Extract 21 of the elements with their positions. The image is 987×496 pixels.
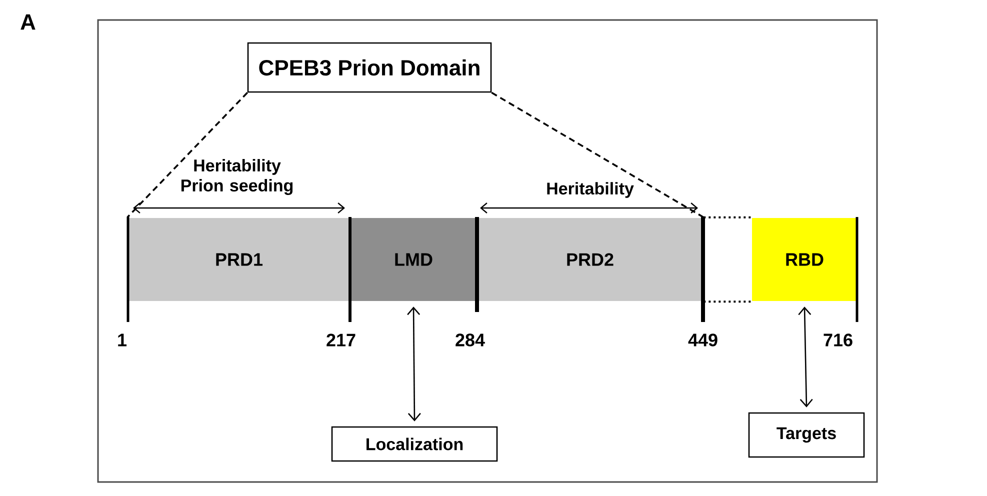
position-number: 716 <box>824 334 852 346</box>
function-box: Localization <box>331 426 498 462</box>
connector-line <box>704 216 752 218</box>
connector-line <box>491 92 704 218</box>
panel-letter: A <box>20 14 36 30</box>
arrow <box>798 306 813 408</box>
domain-bar: RBD <box>752 218 857 301</box>
region-label: Heritability Prion seeding <box>181 159 293 195</box>
domain-bar: LMD <box>350 218 477 301</box>
position-number: 217 <box>326 334 356 346</box>
position-number: 449 <box>688 334 718 346</box>
domain-bar: PRD1 <box>128 218 350 301</box>
connector-line <box>704 300 752 303</box>
function-box: Targets <box>748 412 865 458</box>
position-number: 284 <box>456 334 485 346</box>
position-number: 1 <box>118 334 127 346</box>
arrow <box>407 306 421 422</box>
region-label: Heritability <box>547 182 634 198</box>
title-box: CPEB3 Prion Domain <box>247 42 492 93</box>
connector-line <box>126 92 248 218</box>
domain-bar: PRD2 <box>477 218 703 301</box>
